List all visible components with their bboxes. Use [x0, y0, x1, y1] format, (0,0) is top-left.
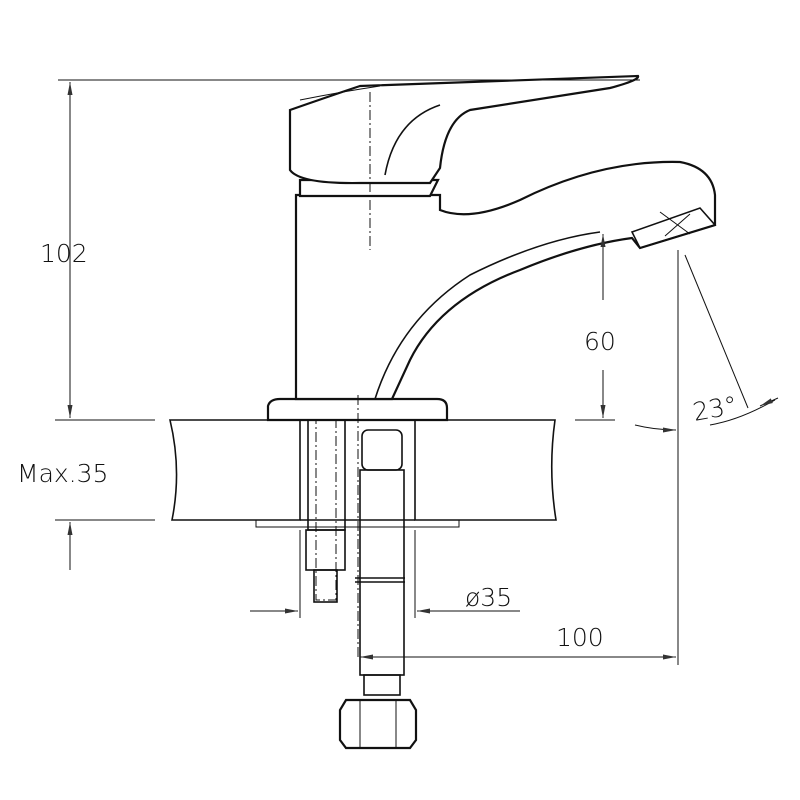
countertop-section	[168, 419, 557, 528]
spout-reach-label: 100	[556, 623, 604, 652]
height-label: 102	[40, 239, 88, 268]
hole-diameter-label: ø35	[465, 583, 512, 612]
spout-height-label: 60	[584, 327, 616, 356]
dimension-lines	[55, 79, 779, 665]
supply-hose	[338, 429, 418, 750]
counter-thickness-label: Max.35	[17, 459, 108, 488]
angle-label: 23°	[691, 390, 740, 426]
mounting-bolt	[305, 419, 346, 603]
faucet-body	[266, 74, 717, 660]
